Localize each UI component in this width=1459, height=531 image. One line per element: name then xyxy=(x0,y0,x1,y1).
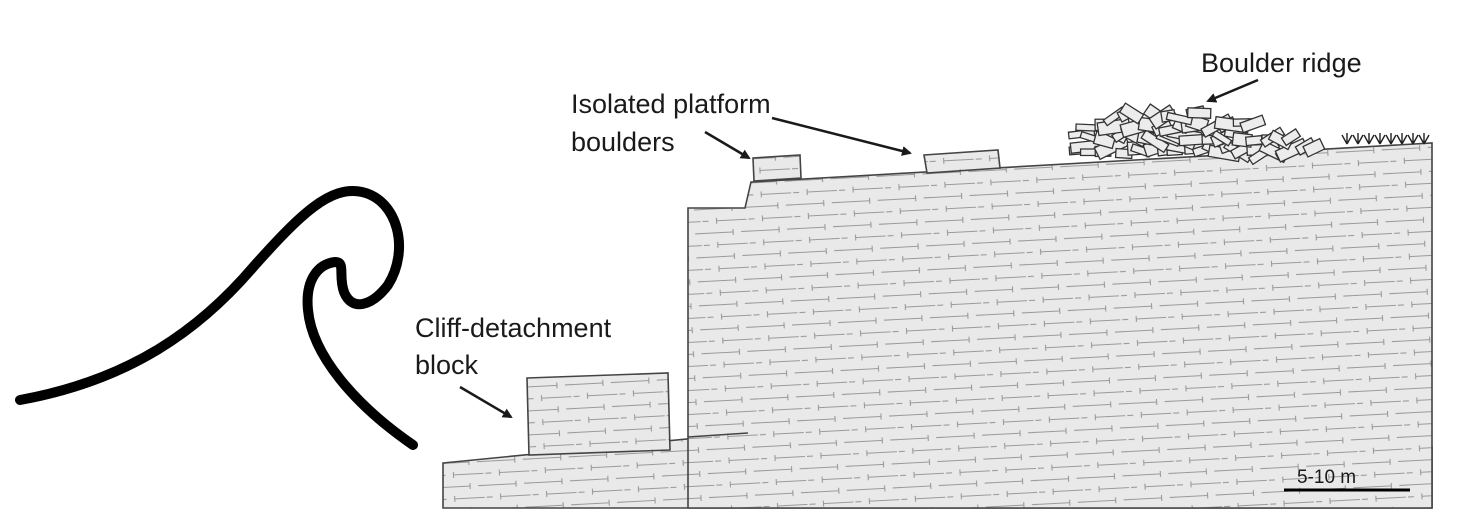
scale-label: 5-10 m xyxy=(1297,467,1356,488)
ridge-boulder xyxy=(1239,114,1267,134)
ridge-boulder xyxy=(1165,111,1194,126)
cliff-block-label-line2: block xyxy=(415,350,479,380)
arrow-icon xyxy=(771,116,912,156)
grass-tuft xyxy=(1352,133,1364,145)
arrow-icon xyxy=(1206,78,1259,103)
vegetation-icon xyxy=(1341,133,1430,145)
cliff-toe-line xyxy=(687,432,749,438)
grass-tuft xyxy=(1374,133,1386,145)
wave-icon xyxy=(15,186,418,450)
ridge-boulder xyxy=(1280,128,1302,147)
cliff-detachment-block xyxy=(526,372,671,456)
boulder-ridge xyxy=(1067,102,1326,166)
isolated-boulders-label-line1: Isolated platform xyxy=(571,89,771,119)
grass-tuft xyxy=(1396,133,1408,145)
arrow-icon xyxy=(704,130,751,160)
grass-tuft xyxy=(1418,133,1430,145)
grass-tuft xyxy=(1341,133,1353,145)
isolated-boulders-label-line2: boulders xyxy=(571,127,675,157)
ridge-boulder xyxy=(1186,107,1212,119)
grass-tuft xyxy=(1407,133,1419,145)
ridge-boulder xyxy=(1211,129,1233,147)
isolated-boulder-2 xyxy=(923,149,1001,174)
boulder-ridge-label: Boulder ridge xyxy=(1201,48,1362,78)
arrow-icon xyxy=(459,385,513,419)
grass-tuft xyxy=(1385,133,1397,145)
ridge-boulder xyxy=(1302,137,1326,158)
cliff-body xyxy=(687,142,1433,509)
grass-tuft xyxy=(1363,133,1375,145)
ridge-boulder xyxy=(1118,102,1145,125)
isolated-boulder-1 xyxy=(752,154,802,182)
cliff-block-label-line1: Cliff-detachment xyxy=(415,313,612,343)
ridge-boulder xyxy=(1244,134,1263,147)
